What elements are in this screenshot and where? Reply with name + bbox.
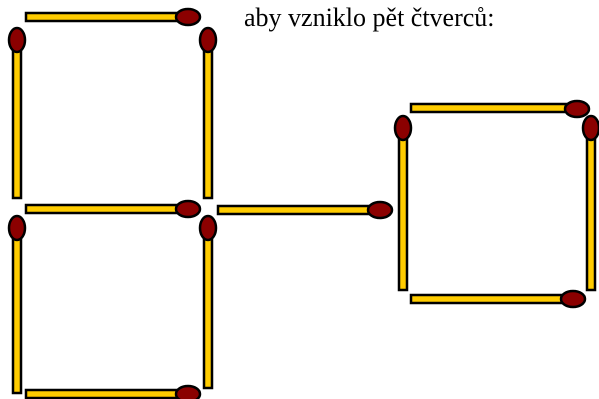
matchstick-icon <box>24 7 202 27</box>
matchstick-icon <box>7 214 27 395</box>
matchstick-icon <box>24 199 202 219</box>
matchstick-icon <box>409 289 587 309</box>
matchstick-icon <box>393 114 413 292</box>
matchstick-icon <box>409 99 591 119</box>
matchstick-icon <box>198 214 218 390</box>
matchstick-icon <box>24 384 202 399</box>
matchstick-icon <box>7 26 27 200</box>
matchstick-icon <box>216 200 394 220</box>
matchstick-icon <box>198 26 218 200</box>
matchstick-icon <box>581 114 599 292</box>
instruction-text: aby vzniklo pět čtverců: <box>244 3 495 32</box>
